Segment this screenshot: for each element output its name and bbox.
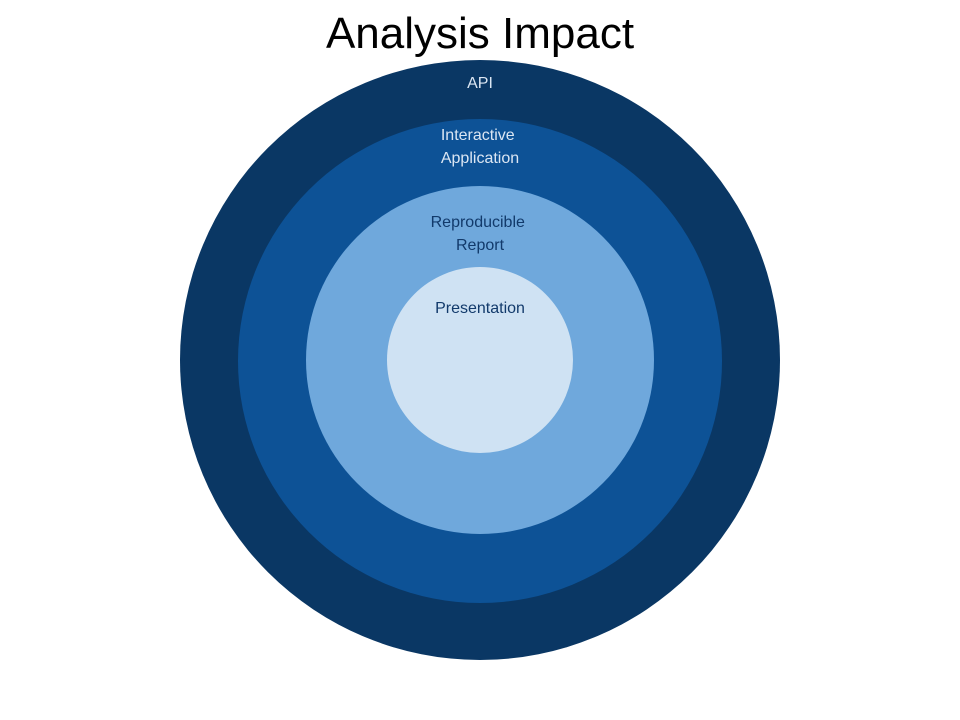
ring-label-presentation: Presentation — [435, 300, 525, 317]
ring-label-api: API — [467, 75, 493, 92]
diagram-title: Analysis Impact — [325, 9, 635, 58]
ring-presentation — [387, 267, 573, 453]
ring-label-interactive-application: Interactive Application — [441, 127, 519, 167]
ring-label-reproducible-report: Reproducible Report — [431, 214, 530, 254]
